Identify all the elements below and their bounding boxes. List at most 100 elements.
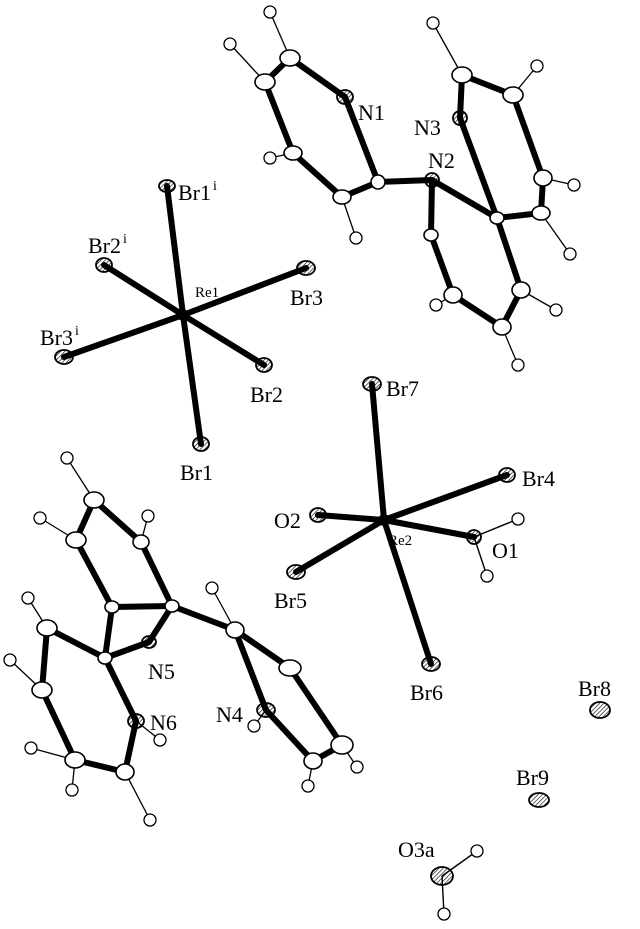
atom-hydrogen: [60, 451, 74, 465]
atom-carbon: [423, 228, 439, 242]
atom-n4: [256, 702, 276, 718]
atom-hydrogen: [549, 303, 563, 317]
bond: [232, 627, 269, 713]
bond: [432, 22, 463, 76]
atom-hydrogen: [350, 760, 364, 774]
atom-carbon: [511, 281, 531, 299]
atom-carbon: [303, 752, 323, 770]
label-br7: Br7: [386, 376, 419, 401]
atom-br3i: [54, 349, 74, 365]
bond: [39, 687, 78, 763]
label-br1: Br1: [180, 460, 213, 485]
atom-carbon: [132, 534, 150, 550]
bond-re2-br7: [369, 381, 387, 523]
bond: [287, 665, 345, 748]
atom-carbon: [65, 531, 87, 549]
label-br6: Br6: [410, 680, 443, 705]
label-br2: Br2: [250, 382, 283, 407]
atom-hydrogen: [349, 231, 363, 245]
atom-hydrogen: [530, 59, 544, 73]
atom-hydrogen: [33, 511, 47, 525]
atom-br9: [528, 792, 550, 808]
label-re2: Re2: [388, 533, 412, 549]
atom-br8: [589, 701, 611, 719]
atom-carbon: [531, 205, 551, 221]
label-n6: N6: [150, 710, 177, 735]
atom-br1: [192, 436, 210, 452]
bond-re1-br3i: [61, 312, 186, 360]
carbon-atoms: [31, 49, 553, 781]
atom-carbon: [104, 600, 120, 614]
label-n4: N4: [216, 702, 243, 727]
atom-hydrogen: [263, 5, 277, 19]
label-br3: Br3: [290, 285, 323, 310]
bond: [428, 232, 456, 298]
atom-o2: [309, 507, 327, 523]
atom-carbon: [370, 174, 386, 190]
atom-carbon: [115, 763, 135, 781]
re2-bonds: [293, 381, 519, 667]
bond: [457, 115, 500, 221]
bond-re2-o1: [381, 517, 477, 540]
bond: [102, 604, 115, 661]
atom-hydrogen: [141, 509, 155, 523]
bond-re2-br6: [381, 517, 434, 667]
atom-hydrogen: [426, 16, 440, 30]
atom-carbon: [254, 73, 276, 91]
hydrogen-atoms: [3, 5, 581, 921]
bond-re1-br1: [180, 312, 204, 447]
label-o2: O2: [274, 508, 301, 533]
atom-br4: [498, 467, 516, 483]
atom-carbon: [83, 491, 105, 509]
re1-bonds: [61, 183, 309, 447]
atom-o3a: [430, 866, 454, 886]
bond: [91, 497, 144, 545]
atom-carbon: [64, 751, 86, 769]
atom-br2i: [95, 257, 113, 273]
atom-br1i: [158, 179, 176, 193]
bond: [428, 177, 435, 238]
atom-hydrogen: [65, 783, 79, 797]
atom-hydrogen: [247, 719, 261, 733]
atom-br7: [362, 376, 382, 392]
atom-hydrogen: [301, 779, 315, 793]
atom-carbon: [330, 735, 354, 755]
bond: [510, 92, 546, 181]
atom-n6: [127, 713, 145, 729]
atom-br2: [255, 357, 273, 373]
bond: [494, 215, 524, 293]
atom-n2: [424, 172, 440, 188]
atom-hydrogen: [143, 813, 157, 827]
bond: [109, 603, 175, 610]
atom-br3: [296, 260, 316, 276]
bond-re1-br2i: [101, 262, 186, 318]
atom-carbon: [164, 599, 180, 613]
atom-carbon: [225, 621, 245, 639]
label-o1: O1: [492, 538, 519, 563]
bond: [290, 150, 345, 200]
label-br5: Br5: [274, 588, 307, 613]
bond: [540, 212, 571, 255]
atom-br5: [286, 564, 306, 580]
bond: [262, 79, 296, 156]
atom-hydrogen: [480, 569, 494, 583]
atom-br6: [421, 656, 441, 672]
label-n2: N2: [428, 148, 455, 173]
atom-carbon: [502, 86, 524, 104]
atom-n5: [141, 635, 157, 649]
bond-re1-br3: [180, 265, 309, 318]
atom-hydrogen: [563, 247, 577, 261]
bond-re2-o2: [315, 512, 387, 523]
atom-carbon: [97, 651, 113, 665]
atom-hydrogen: [3, 653, 17, 667]
atom-hydrogen: [24, 741, 38, 755]
atom-hydrogen: [263, 151, 277, 165]
bond: [450, 292, 505, 330]
atom-hydrogen: [511, 512, 525, 526]
bond: [287, 55, 348, 100]
label-re1: Re1: [195, 285, 219, 301]
